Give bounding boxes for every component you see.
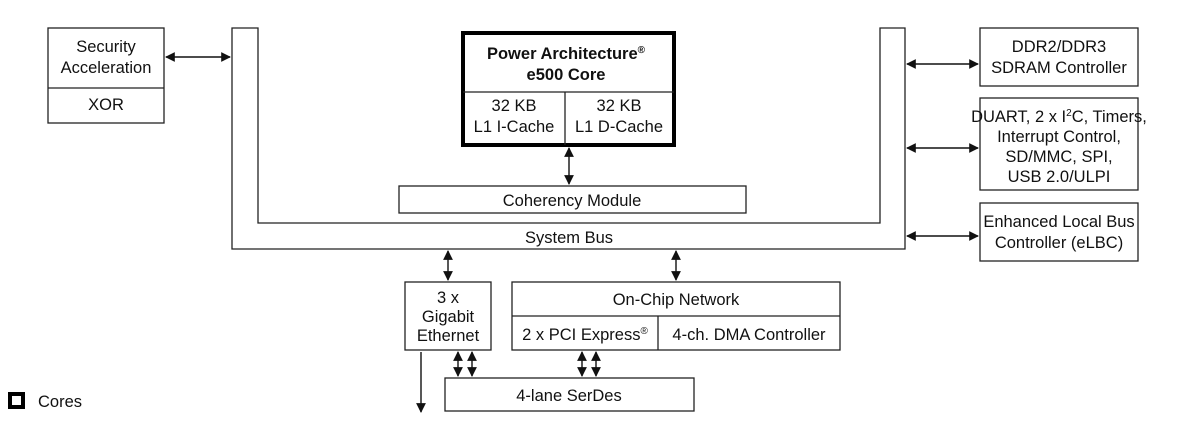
elbc-block: Enhanced Local Bus Controller (eLBC) [979,202,1139,262]
ddr-label-line1: DDR2/DDR3 [1012,38,1106,56]
coherency-label: Coherency Module [503,192,642,210]
security-acceleration-block: Security Acceleration XOR [47,27,165,124]
coherency-module-block: Coherency Module [398,185,747,214]
peripherals-line2: Interrupt Control, [997,128,1121,146]
on-chip-network-block: On-Chip Network 2 x PCI Express® 4-ch. D… [511,281,841,351]
peripherals-line4: USB 2.0/ULPI [1008,168,1111,186]
ethernet-label-line2: Gigabit [422,308,475,326]
peripherals-line1: DUART, 2 x I2C, Timers, [971,108,1147,126]
ethernet-label-line3: Ethernet [417,327,480,345]
dcache-size: 32 KB [597,97,642,115]
serdes-label: 4-lane SerDes [516,387,621,405]
ddr-label-line2: SDRAM Controller [991,59,1127,77]
icache-size: 32 KB [492,97,537,115]
legend-core-swatch [8,392,25,409]
legend: Cores [8,392,82,411]
security-label-line2: Acceleration [61,59,152,77]
system-bus-label: System Bus [525,229,613,247]
legend-label: Cores [38,393,82,411]
security-label-line1: Security [76,38,136,56]
system-bus-outline [231,27,906,250]
peripherals-block: DUART, 2 x I2C, Timers, Interrupt Contro… [971,97,1147,191]
gigabit-ethernet-block: 3 x Gigabit Ethernet [404,281,492,351]
dcache-label: L1 D-Cache [575,118,663,136]
xor-label: XOR [88,96,124,114]
serdes-block: 4-lane SerDes [444,377,695,412]
e500-core-block: Power Architecture® e500 Core 32 KB L1 I… [461,31,676,147]
core-title-line1: Power Architecture® [487,45,646,63]
peripherals-line3: SD/MMC, SPI, [1005,148,1112,166]
pcie-label: 2 x PCI Express® [522,326,648,344]
ddr-controller-block: DDR2/DDR3 SDRAM Controller [979,27,1139,87]
network-title: On-Chip Network [613,291,740,309]
elbc-label-line1: Enhanced Local Bus [983,213,1134,231]
core-title-line2: e500 Core [527,66,606,84]
icache-label: L1 I-Cache [474,118,555,136]
elbc-label-line2: Controller (eLBC) [995,234,1123,252]
dma-label: 4-ch. DMA Controller [672,326,826,344]
ethernet-label-line1: 3 x [437,289,460,307]
